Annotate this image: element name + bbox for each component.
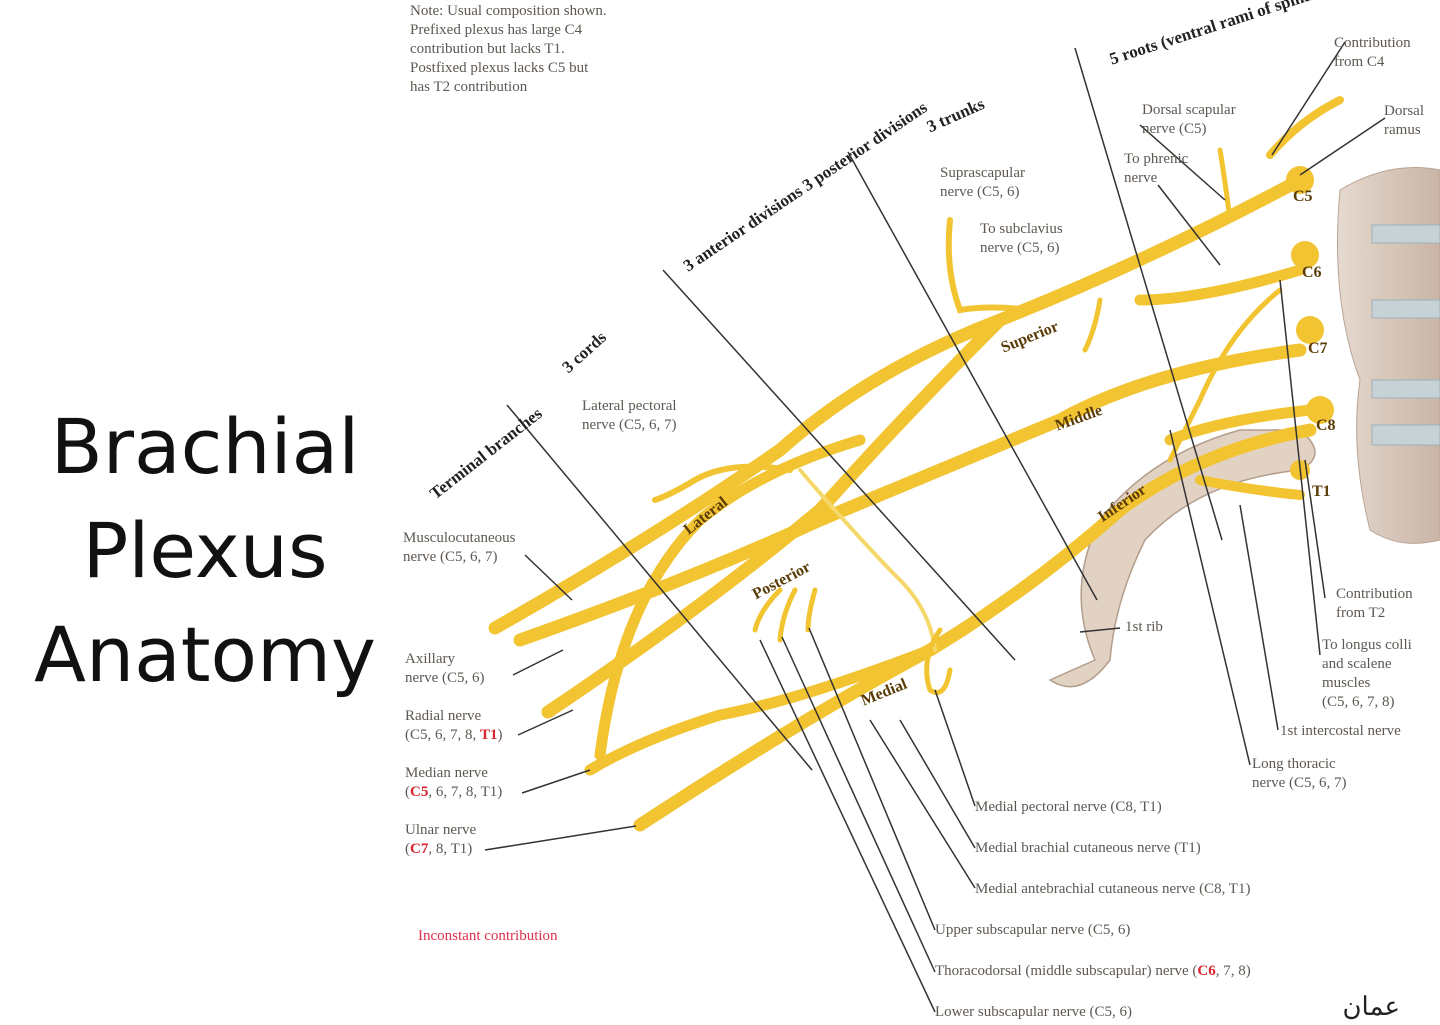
note-line: Note: Usual composition shown. (410, 3, 607, 19)
label-first-rib: 1st rib (1125, 619, 1163, 635)
label-dorsal-ramus: Dorsal ramus (1384, 103, 1424, 138)
note-line: contribution but lacks T1. (410, 41, 565, 57)
label-to-subclavius-nerve: To subclavius nerve (C5, 6) (980, 221, 1063, 256)
label-medial-antebrachial-cutaneous-nerve: Medial antebrachial cutaneous nerve (C8,… (975, 881, 1251, 897)
composition-note: Note: Usual composition shown. Prefixed … (410, 2, 607, 97)
label-axillary-nerve: Axillary nerve (C5, 6) (405, 651, 485, 686)
nerve-paths (488, 96, 1344, 832)
label-suprascapular-nerve: Suprascapular nerve (C5, 6) (940, 165, 1025, 200)
label-contribution-t2: Contribution from T2 (1336, 586, 1413, 621)
note-line: has T2 contribution (410, 79, 528, 95)
note-line: Prefixed plexus has large C4 (410, 22, 583, 38)
title-line-3: Anatomy (33, 610, 377, 699)
label-medial-brachial-cutaneous-nerve: Medial brachial cutaneous nerve (T1) (975, 840, 1201, 856)
label-contribution-c4: Contribution from C4 (1334, 35, 1411, 70)
label-upper-subscapular-nerve: Upper subscapular nerve (C5, 6) (935, 922, 1131, 938)
label-radial-nerve: Radial nerve (C5, 6, 7, 8, T1) (405, 708, 503, 743)
label-long-thoracic-nerve: Long thoracic nerve (C5, 6, 7) (1252, 756, 1347, 791)
label-median-nerve: Median nerve (C5, 6, 7, 8, T1) (405, 765, 503, 800)
root-c6: C6 (1302, 264, 1322, 281)
title-line-1: Brachial (50, 402, 360, 491)
root-t1: T1 (1312, 483, 1331, 500)
label-medial-pectoral-nerve: Medial pectoral nerve (C8, T1) (975, 799, 1162, 815)
label-lateral-pectoral-nerve: Lateral pectoral nerve (C5, 6, 7) (582, 398, 677, 433)
leader-lines (484, 41, 1386, 1013)
note-line: Postfixed plexus lacks C5 but (410, 60, 589, 76)
label-first-intercostal-nerve: 1st intercostal nerve (1280, 723, 1401, 739)
label-thoracodorsal-nerve: Thoracodorsal (middle subscapular) nerve… (935, 963, 1251, 979)
page-title: Brachial Plexus Anatomy (20, 395, 390, 707)
label-longus-colli: To longus colli and scalene muscles (C5,… (1322, 637, 1412, 710)
inconstant-contribution-legend: Inconstant contribution (418, 928, 558, 944)
label-ulnar-nerve: Ulnar nerve (C7, 8, T1) (405, 822, 477, 857)
root-c5: C5 (1293, 188, 1313, 205)
label-dorsal-scapular-nerve: Dorsal scapular nerve (C5) (1142, 102, 1236, 137)
vertebral-column (1337, 167, 1440, 544)
signature: ﻋﻤﺎﻥ (1342, 992, 1400, 1022)
label-to-phrenic-nerve: To phrenic nerve (1124, 151, 1189, 186)
root-c7: C7 (1308, 340, 1328, 357)
title-line-2: Plexus (82, 506, 328, 595)
label-lower-subscapular-nerve: Lower subscapular nerve (C5, 6) (935, 1004, 1133, 1020)
label-musculocutaneous-nerve: Musculocutaneous nerve (C5, 6, 7) (403, 530, 516, 565)
root-c8: C8 (1316, 417, 1336, 434)
